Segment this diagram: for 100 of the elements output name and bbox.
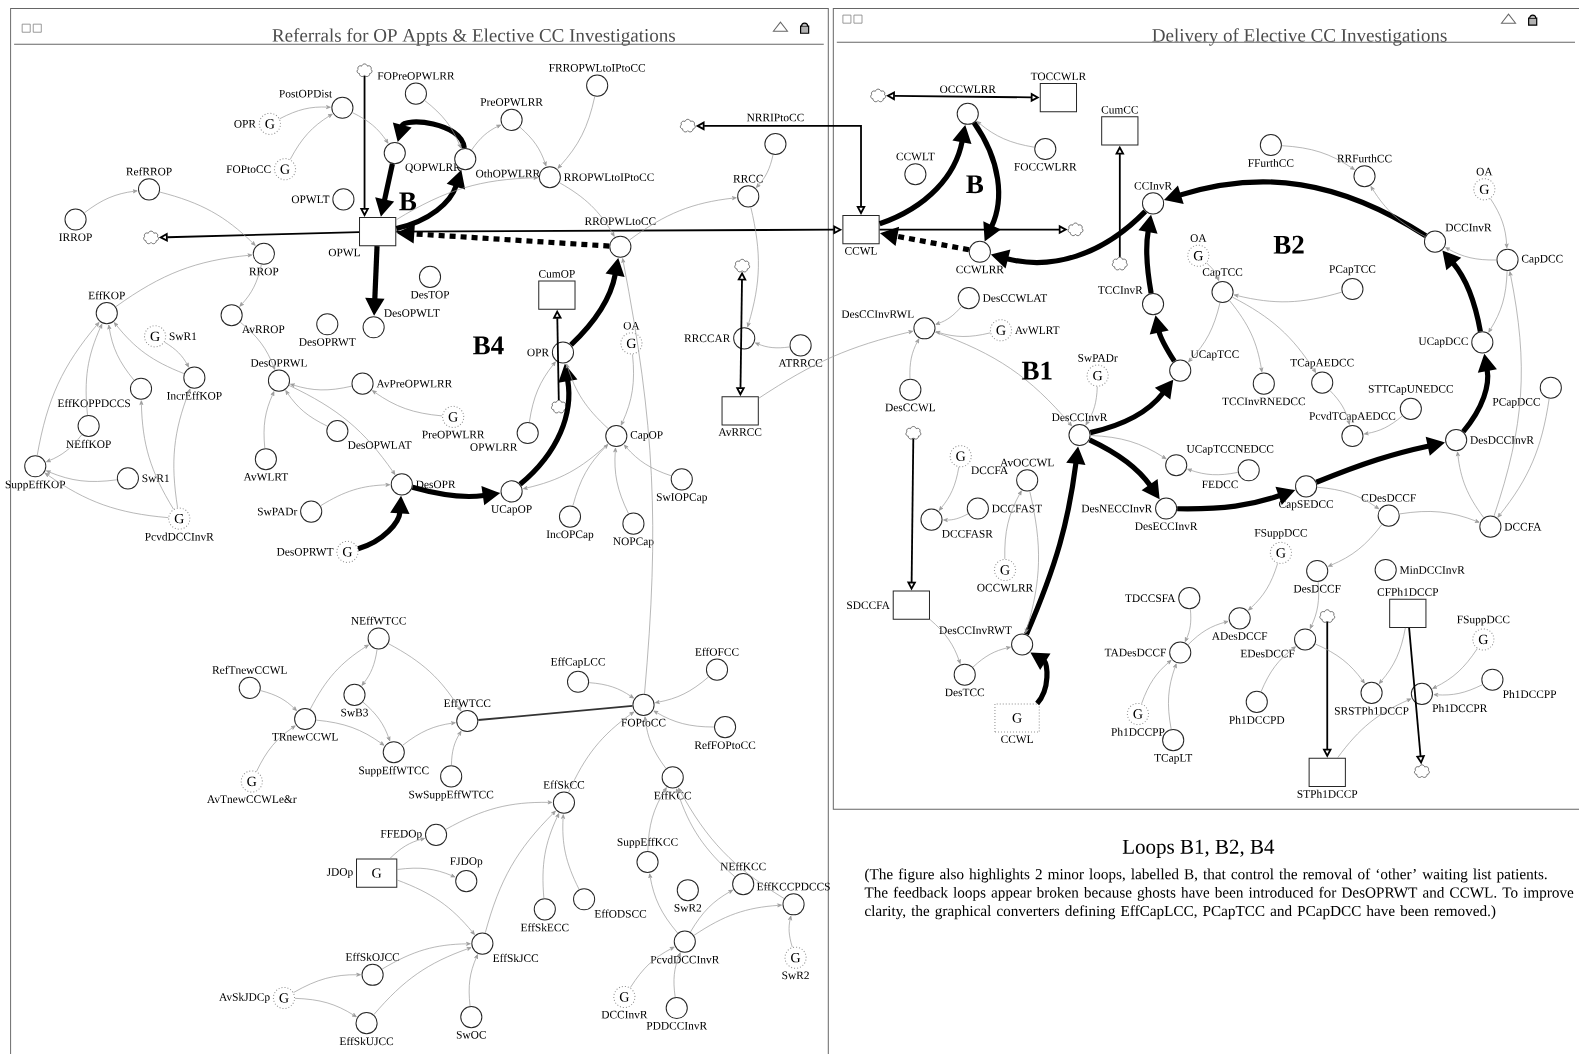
connector-arrow <box>320 482 391 506</box>
connector-arrow <box>309 644 369 710</box>
connector-arrow <box>643 716 667 769</box>
node-label: EffODSCC <box>594 909 647 918</box>
node-label: OPR <box>234 119 256 128</box>
connector-arrow <box>654 676 709 704</box>
connector-arrow <box>239 321 276 370</box>
node-label: FOPtoCC <box>226 165 271 173</box>
cloud-icon <box>551 399 567 414</box>
connector-arrow <box>1399 510 1480 523</box>
connector-arrow <box>1168 663 1177 730</box>
connector-arrow <box>173 388 191 508</box>
node-label: SwPADr <box>257 507 298 516</box>
node-label: DesTOP <box>410 290 450 299</box>
node-label: SwR2 <box>674 903 702 912</box>
connector-arrow <box>395 175 539 220</box>
node-label: ATRRCC <box>778 359 823 367</box>
connector-arrow <box>935 330 991 337</box>
node-label: EffSkJCC <box>492 953 539 962</box>
node-label: TDCCSFA <box>1125 594 1176 602</box>
connector-arrow <box>623 444 672 477</box>
connector-arrow <box>388 643 462 712</box>
ghost-box: G CCWL <box>994 703 1040 743</box>
node-label: DesTCC <box>945 688 985 697</box>
node-label: SwIOPCap <box>656 493 707 504</box>
connector-arrow <box>935 305 962 325</box>
connector-arrow <box>107 324 135 381</box>
connector-arrow <box>396 879 475 935</box>
connector-arrow <box>1497 398 1550 518</box>
node-label: SuppEffKOP <box>5 479 66 491</box>
connector-arrow <box>1206 262 1220 281</box>
node-label: TCCInvR <box>1098 286 1143 294</box>
stock-box: CumOP <box>538 269 576 310</box>
node-label: UCapOP <box>491 505 532 516</box>
node-label: QOPWLRR <box>405 163 461 173</box>
node-label: DCCFAST <box>992 504 1042 513</box>
node-label: DesCCWLAT <box>982 294 1048 302</box>
node-label: OA <box>1476 167 1493 176</box>
cloud-icon <box>734 258 751 273</box>
caption-text: (The figure also highlights 2 minor loops, labelled B, that control the removal of ‘other’ waiting list patients. The feedback loops appear broken because ghosts have been introduced for DesOPRWT and CCWL. To improve clarity, the graphical converters defining EffCapLCC, PCapTCC and PCapDCC have been removed.) <box>864 868 1574 920</box>
stock-box: TOCCWLR <box>1030 72 1087 113</box>
connector-arrow <box>139 400 174 510</box>
node-label: CCWLT <box>896 152 935 161</box>
connector-arrow <box>588 682 634 699</box>
node-label: RRFurthCC <box>1337 154 1392 163</box>
connector-arrow <box>572 444 609 507</box>
node-label: UCapTCC <box>1190 350 1239 361</box>
connector-arrow <box>361 648 378 686</box>
node-label: CumOP <box>538 269 575 278</box>
node-label: CapSEDCC <box>1279 500 1334 511</box>
node-label: DesNECCInvR <box>1081 504 1153 513</box>
node-label: DesCCInvR <box>1051 413 1108 422</box>
connector-arrow <box>396 867 456 878</box>
node-label: Ph1DCCPD <box>1229 715 1285 724</box>
node-label: AvTnewCCWLe&r <box>207 795 297 803</box>
connector-arrow <box>451 730 462 766</box>
node-label: TCapLT <box>1154 753 1193 764</box>
connector-arrow <box>675 788 736 877</box>
node-label: DesCCInvRWT <box>939 626 1012 635</box>
node-label: DesOPRWT <box>299 338 356 346</box>
node-label: PCapTCC <box>1329 265 1376 275</box>
connector-arrow <box>46 470 118 482</box>
loop-label: B2 <box>1273 235 1304 254</box>
node-label: FFEDOp <box>380 829 422 840</box>
node-label: MinDCCInvR <box>1399 566 1465 574</box>
node-label: NEffKCC <box>720 861 766 871</box>
cloud-icon <box>143 230 159 244</box>
connector-arrow <box>294 997 357 1017</box>
node-label: PreOPWLRR <box>422 430 485 439</box>
connector-arrow <box>381 941 471 970</box>
connector-arrow <box>471 124 502 151</box>
node-label: CapDCC <box>1521 254 1563 265</box>
connector-arrow <box>1488 270 1508 333</box>
connector-arrow <box>289 113 333 160</box>
node-label: NRRIPtoCC <box>746 113 804 122</box>
node-label: DCCFA <box>1504 522 1542 531</box>
connector-arrow <box>164 341 189 368</box>
node-label: EffSkCC <box>543 780 585 789</box>
node-label: Ph1DCCPR <box>1432 703 1488 712</box>
connector-arrow <box>260 690 297 711</box>
connector-arrow <box>159 191 256 246</box>
cloud-icon <box>356 63 373 77</box>
node-label: DesOPWLAT <box>347 441 412 449</box>
connector-arrow <box>1309 581 1320 629</box>
connector-arrow <box>678 787 785 899</box>
connector-arrow <box>113 322 185 374</box>
node-label: TRnewCCWL <box>272 732 338 741</box>
node-label: OCCWLRR <box>977 583 1034 592</box>
connector-arrow <box>1490 198 1509 248</box>
figure-title: Loops B1, B2, B4 <box>1122 839 1275 858</box>
node-label: FEDCC <box>1202 480 1238 489</box>
node-label: AvPreOPWLRR <box>376 379 453 388</box>
connector-arrow <box>1229 300 1264 373</box>
cloud-icon <box>870 88 886 102</box>
node-label: AvWLRT <box>1014 326 1060 334</box>
connector-arrow <box>1314 643 1365 684</box>
connector-arrow <box>522 443 609 490</box>
node-label: SuppEffKCC <box>617 837 678 848</box>
node-label: CCInvR <box>1134 181 1173 190</box>
cloud-icon <box>1111 256 1128 271</box>
